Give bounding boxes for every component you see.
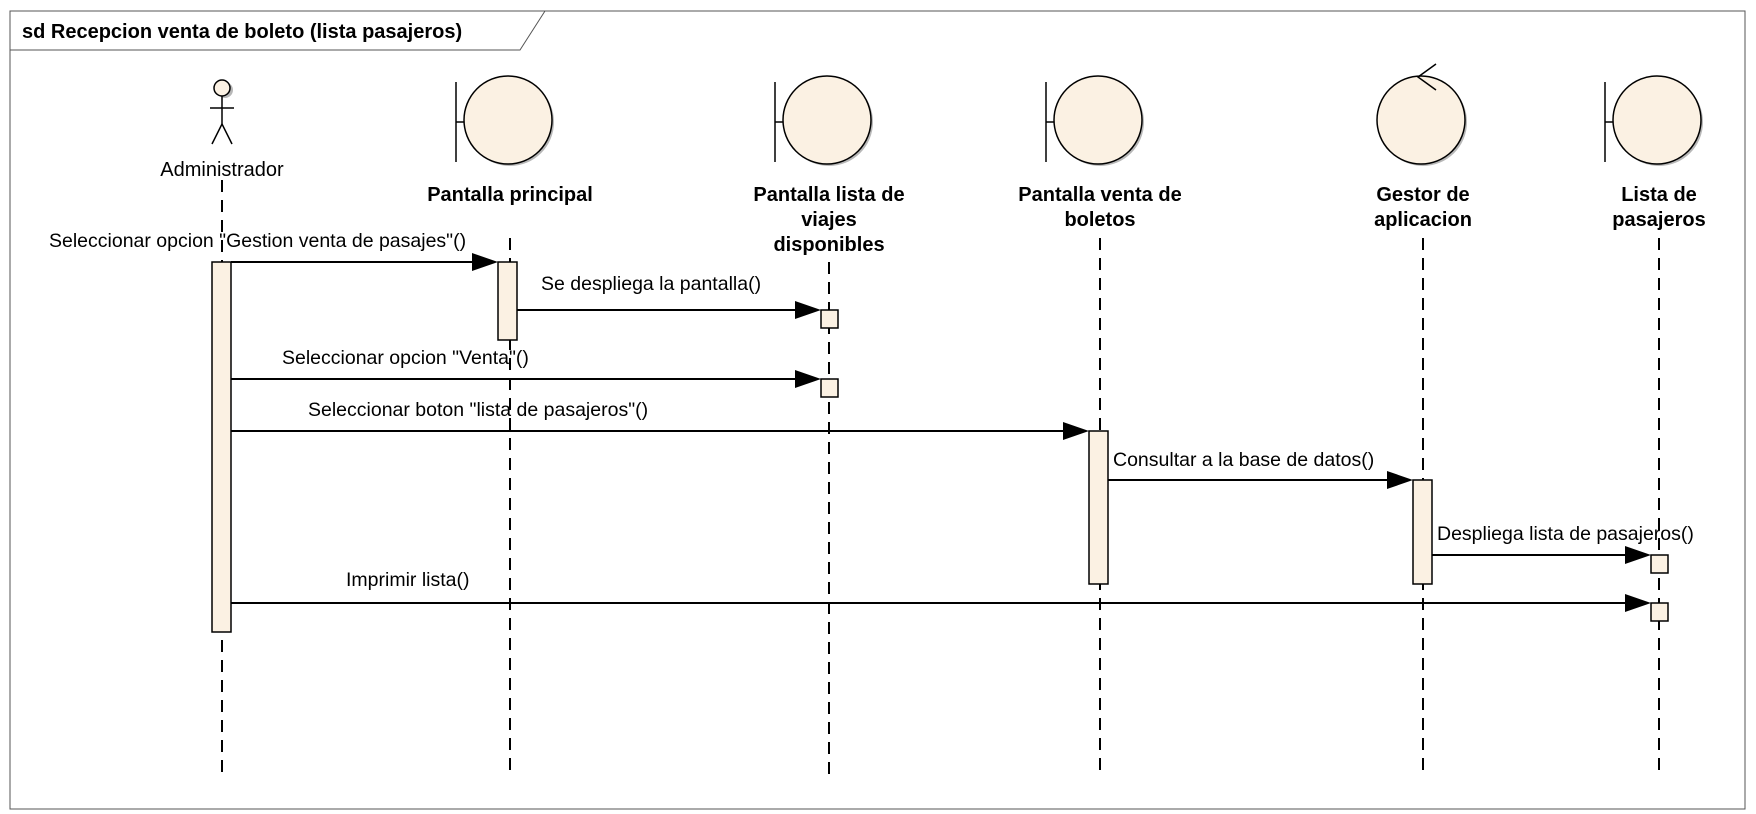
- activation-venta: [1088, 430, 1109, 585]
- lifeline-label-lista-1: Lista de: [1621, 184, 1697, 206]
- self-box-viajes-1: [820, 309, 839, 329]
- control-icon: [1376, 63, 1467, 166]
- self-box-lista-1: [1650, 554, 1669, 574]
- message-arrows: [231, 261, 1630, 604]
- boundary-icon: [455, 75, 554, 166]
- diagram-frame: [9, 10, 1746, 810]
- activation-admin: [211, 261, 232, 633]
- arrowhead: [1387, 471, 1413, 489]
- arrowhead: [1625, 546, 1651, 564]
- lifeline-label-admin: Administrador: [160, 159, 284, 181]
- lifeline-label-venta-2: boletos: [1064, 209, 1135, 231]
- message-label: Seleccionar boton "lista de pasajeros"(): [308, 399, 648, 421]
- arrowhead: [1625, 594, 1651, 612]
- message-label: Seleccionar opcion "Gestion venta de pas…: [49, 230, 466, 252]
- arrowhead: [472, 253, 498, 271]
- lifeline-label-gestor-2: aplicacion: [1374, 209, 1472, 231]
- arrowhead: [1063, 422, 1089, 440]
- frame-title-tab: [10, 10, 546, 51]
- activation-gestor: [1412, 479, 1433, 585]
- self-box-viajes-2: [820, 378, 839, 398]
- message-label: Seleccionar opcion "Venta"(): [282, 347, 529, 369]
- activation-principal: [497, 261, 518, 341]
- message-label: Consultar a la base de datos(): [1113, 449, 1374, 471]
- lifeline-lines: [221, 180, 1660, 775]
- activation-bars: [211, 261, 1669, 633]
- actor-icon: [210, 79, 234, 145]
- message-label: Despliega lista de pasajeros(): [1437, 523, 1694, 545]
- lifeline-label-lista-2: pasajeros: [1612, 209, 1705, 231]
- frame-title: sd Recepcion venta de boleto (lista pasa…: [22, 21, 462, 43]
- lifeline-label-viajes-2: viajes: [801, 209, 857, 231]
- lifeline-label-venta-1: Pantalla venta de: [1018, 184, 1181, 206]
- boundary-icon: [1604, 75, 1703, 166]
- message-label: Se despliega la pantalla(): [541, 273, 761, 295]
- message-arrowheads: [472, 253, 1651, 612]
- boundary-icon: [774, 75, 873, 166]
- self-box-lista-2: [1650, 602, 1669, 622]
- lifeline-label-viajes-1: Pantalla lista de: [753, 184, 904, 206]
- lifeline-label-principal: Pantalla principal: [427, 184, 593, 206]
- arrowhead: [795, 301, 821, 319]
- arrowhead: [795, 370, 821, 388]
- message-label: Imprimir lista(): [346, 569, 469, 591]
- boundary-icon: [1045, 75, 1144, 166]
- lifeline-label-viajes-3: disponibles: [773, 234, 884, 256]
- lifeline-label-gestor-1: Gestor de: [1376, 184, 1469, 206]
